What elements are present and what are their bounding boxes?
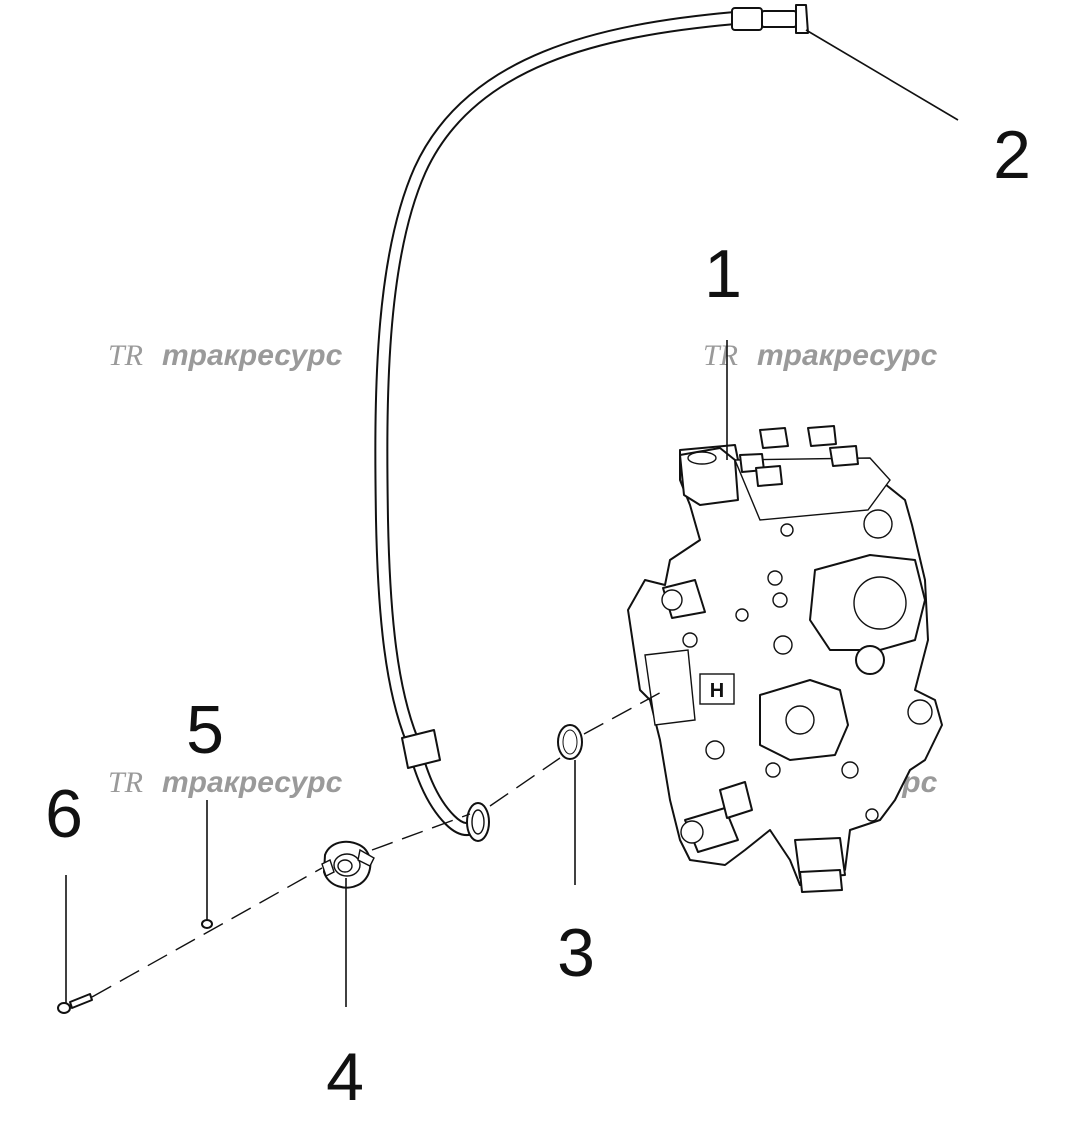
leader-lines [65, 29, 959, 1007]
callout-4: 4 [326, 1039, 364, 1115]
leader-2 [805, 29, 959, 121]
top-bolts [739, 425, 859, 487]
control-valve-block: H [627, 425, 943, 893]
watermark-text: тракресурс [162, 339, 343, 372]
watermark-top-right: TR тракресурс [703, 339, 938, 372]
hose-assembly [374, 4, 809, 842]
callout-2: 2 [993, 117, 1031, 193]
watermark-text: тракресурс [162, 766, 343, 799]
hose-clamp [321, 840, 375, 889]
hose-top-nut [761, 10, 797, 28]
callout-3: 3 [557, 915, 595, 991]
callout-labels: 1 2 3 4 5 6 [45, 117, 1031, 1115]
watermark-text: тракресурс [757, 339, 938, 372]
bolt [57, 993, 93, 1014]
callout-6: 6 [45, 776, 83, 852]
watermark-top-left: TR тракресурс [108, 339, 343, 372]
svg-text:H: H [710, 680, 724, 702]
o-ring [557, 724, 583, 760]
assembly-axis [91, 689, 666, 998]
washer [201, 919, 213, 929]
hose-bottom-ferrule [401, 729, 441, 769]
callout-5: 5 [186, 692, 224, 768]
hose-top-flange [795, 4, 809, 34]
hose-top-ferrule [731, 7, 763, 31]
watermark-logo: TR [703, 339, 738, 372]
h-label-plate [699, 673, 735, 705]
watermark-bottom-left: TR тракресурс [108, 766, 343, 799]
watermark-logo: TR [108, 339, 143, 372]
watermark-logo: TR [108, 766, 143, 799]
callout-1: 1 [704, 236, 742, 312]
